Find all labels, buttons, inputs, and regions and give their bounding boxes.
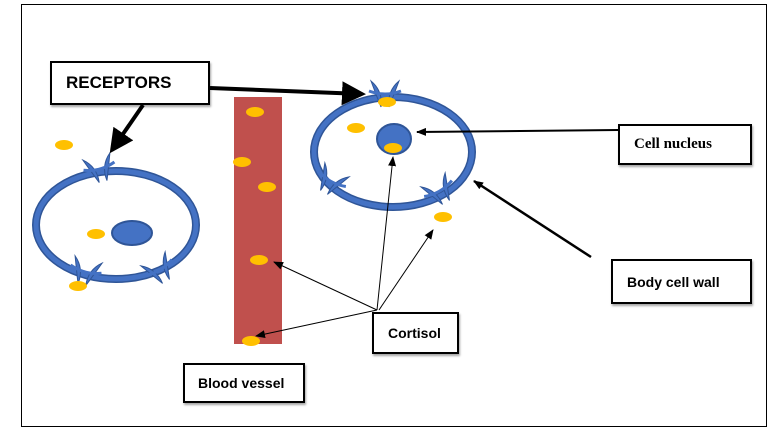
left-cell [32,140,200,291]
cortisol-molecule [242,336,260,346]
nucleus-arrow [416,127,619,136]
cell-nucleus-label: Cell nucleus [618,124,752,165]
cortisol-molecule [246,107,264,117]
receptor-icon [137,249,182,291]
cell-wall-inner [33,168,199,282]
cortisol-arrow [255,309,378,339]
cell-wall-arrow [473,179,592,259]
cortisol-molecule [434,212,452,222]
receptors-label: RECEPTORS [50,61,210,105]
cell-nucleus [111,220,153,246]
cortisol-molecule [347,123,365,133]
cortisol-label: Cortisol [372,312,459,354]
cortisol-molecule [384,143,402,153]
cortisol-molecule [258,182,276,192]
cortisol-molecule [69,281,87,291]
cortisol-molecule [250,255,268,265]
cortisol-molecule [233,157,251,167]
right-cell [308,79,476,222]
cortisol-molecule [378,97,396,107]
body-cell-wall-label: Body cell wall [611,259,752,304]
cortisol-arrow [376,156,397,311]
receptors-arrow-right [209,81,366,106]
cortisol-arrow [273,261,378,311]
diagram-frame [21,4,767,427]
receptors-arrow-left [109,103,145,154]
cortisol-molecule [87,229,105,239]
cortisol-arrow [378,229,434,311]
blood-vessel [234,97,282,344]
blood-vessel-label: Blood vessel [183,363,305,403]
cortisol-molecule [55,140,73,150]
